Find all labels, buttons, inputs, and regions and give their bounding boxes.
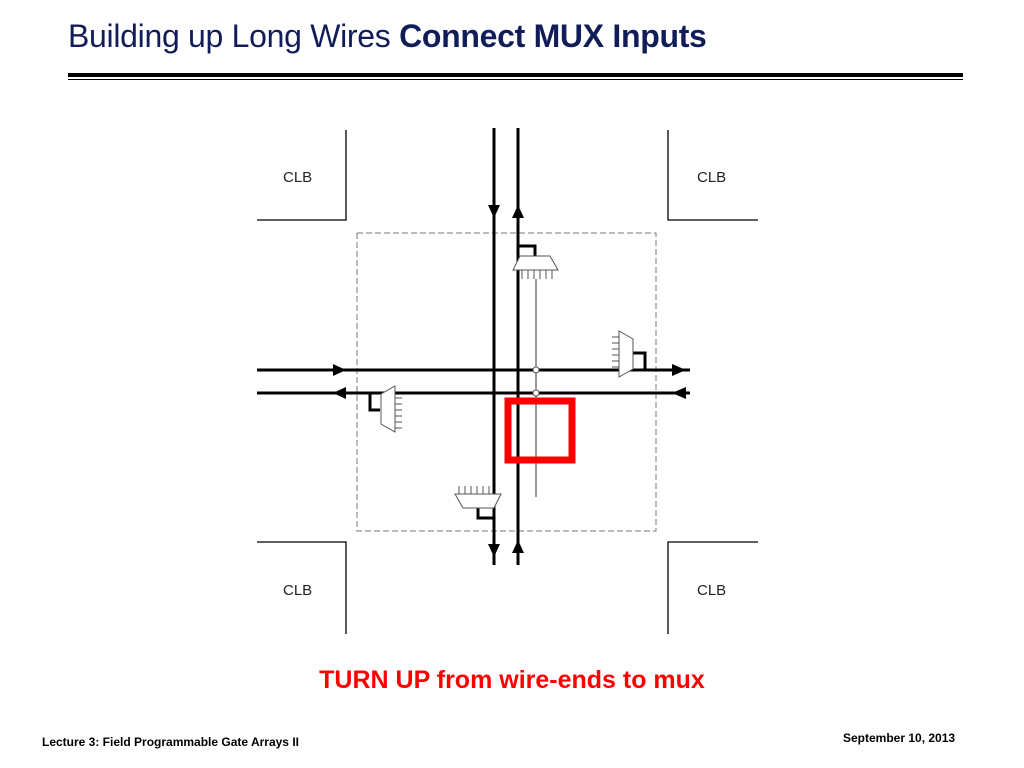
arrow-right-icon	[672, 364, 686, 376]
right-mux-inputs	[612, 336, 619, 368]
bottom-mux-output	[476, 508, 494, 520]
caption: TURN UP from wire-ends to mux	[319, 666, 705, 694]
clb-label-top-right: CLB	[697, 169, 726, 186]
bottom-mux	[454, 493, 502, 509]
arrow-up-icon	[512, 205, 524, 218]
title-regular: Building up Long Wires	[68, 18, 391, 54]
highlight-box	[504, 397, 576, 464]
title-rule-thin	[68, 79, 963, 80]
footer-lecture: Lecture 3: Field Programmable Gate Array…	[42, 735, 299, 749]
title-bold: Connect MUX Inputs	[399, 18, 707, 54]
clb-label-bottom-left: CLB	[283, 582, 312, 599]
arrow-right-icon	[333, 364, 346, 376]
arrow-left-icon	[672, 387, 686, 399]
clb-label-top-left: CLB	[283, 169, 312, 186]
footer-date: September 10, 2013	[843, 731, 956, 745]
left-mux-inputs	[395, 397, 402, 429]
clb-bottom-right	[667, 541, 758, 634]
arrow-left-icon	[333, 387, 346, 399]
right-mux	[618, 330, 634, 378]
slide-title: Building up Long Wires Connect MUX Input…	[68, 18, 707, 55]
arrow-down-icon	[488, 205, 500, 218]
clb-bottom-left	[257, 541, 347, 634]
left-mux-output	[368, 393, 380, 412]
left-mux	[380, 385, 396, 433]
clb-label-bottom-right: CLB	[697, 582, 726, 599]
top-mux-output	[518, 244, 537, 256]
junction-dot	[532, 366, 540, 374]
top-mux	[512, 255, 559, 271]
junction-dot	[532, 389, 540, 397]
arrow-up-icon	[512, 540, 524, 553]
bottom-mux-inputs	[458, 486, 490, 494]
arrow-down-icon	[488, 544, 500, 557]
top-mux-inputs	[521, 270, 553, 279]
title-rule-thick	[68, 73, 963, 77]
switchbox-boundary	[356, 232, 657, 532]
right-mux-output	[633, 351, 690, 372]
clb-top-right	[667, 130, 758, 221]
clb-top-left	[257, 130, 347, 221]
